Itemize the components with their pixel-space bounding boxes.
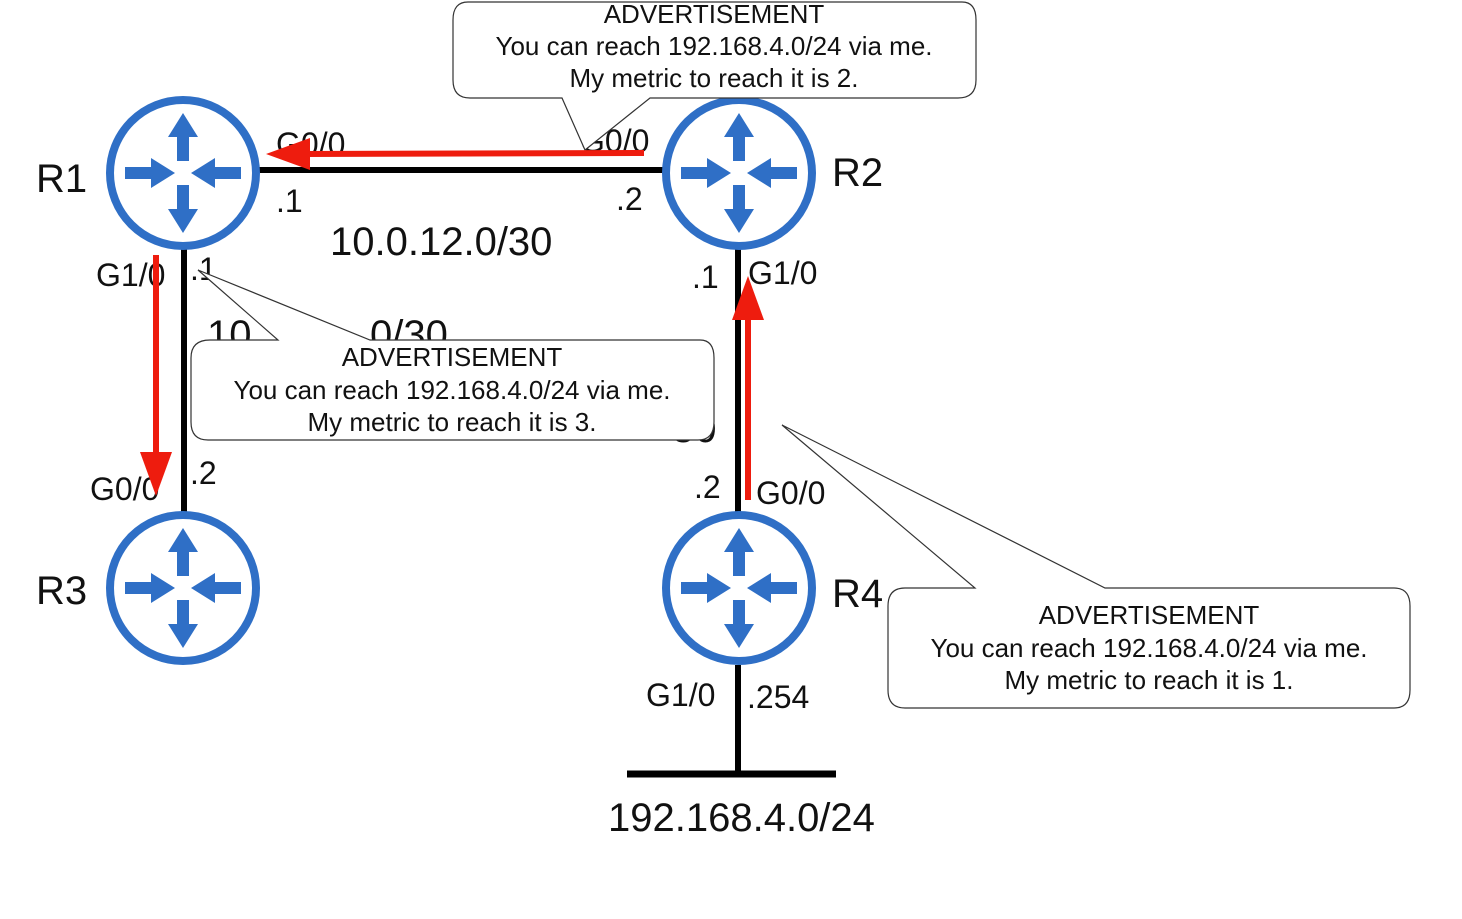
- router-r4-label: R4: [832, 572, 883, 616]
- r4-g1-label: G1/0: [646, 677, 715, 713]
- callout-r2-title: ADVERTISEMENT: [604, 0, 825, 29]
- callout-r4-line2: My metric to reach it is 1.: [1005, 665, 1294, 695]
- r2-g1-ip: .1: [692, 259, 719, 295]
- callout-r1-title: ADVERTISEMENT: [342, 342, 563, 372]
- arrow-r2-to-r1: [266, 138, 645, 170]
- router-r2-label: R2: [832, 151, 883, 195]
- router-r3-label: R3: [36, 569, 87, 613]
- r2-g0-ip: .2: [616, 181, 643, 217]
- r4-g1-ip: .254: [747, 679, 809, 715]
- network-lan-label: 192.168.4.0/24: [608, 796, 875, 840]
- callout-r2-line2: My metric to reach it is 2.: [570, 63, 859, 93]
- router-r1-icon[interactable]: [110, 100, 256, 246]
- router-r2-icon[interactable]: [666, 100, 812, 246]
- r3-g0-label: G0/0: [90, 471, 159, 507]
- callout-advertisement-r1: ADVERTISEMENT You can reach 192.168.4.0/…: [190, 269, 715, 441]
- callout-advertisement-r2: ADVERTISEMENT You can reach 192.168.4.0/…: [452, 0, 977, 151]
- network-r1-r2-label: 10.0.12.0/30: [330, 220, 552, 264]
- r2-g1-label: G1/0: [748, 255, 817, 291]
- r4-g0-ip: .2: [694, 469, 721, 505]
- router-r1-label: R1: [36, 157, 87, 201]
- router-r3-icon[interactable]: [110, 515, 256, 661]
- callout-r4-line1: You can reach 192.168.4.0/24 via me.: [930, 633, 1367, 663]
- r4-g0-label: G0/0: [756, 475, 825, 511]
- callout-r1-line2: My metric to reach it is 3.: [308, 407, 597, 437]
- callout-advertisement-r4: ADVERTISEMENT You can reach 192.168.4.0/…: [781, 424, 1411, 709]
- router-r4-icon[interactable]: [666, 515, 812, 661]
- r1-g0-ip: .1: [276, 183, 303, 219]
- callout-r2-line1: You can reach 192.168.4.0/24 via me.: [495, 31, 932, 61]
- arrow-r1-to-r3: [140, 255, 172, 496]
- callout-r1-line1: You can reach 192.168.4.0/24 via me.: [233, 375, 670, 405]
- arrow-r4-to-r2: [732, 276, 764, 500]
- r3-g0-ip: .2: [190, 455, 217, 491]
- callout-r4-title: ADVERTISEMENT: [1039, 600, 1260, 630]
